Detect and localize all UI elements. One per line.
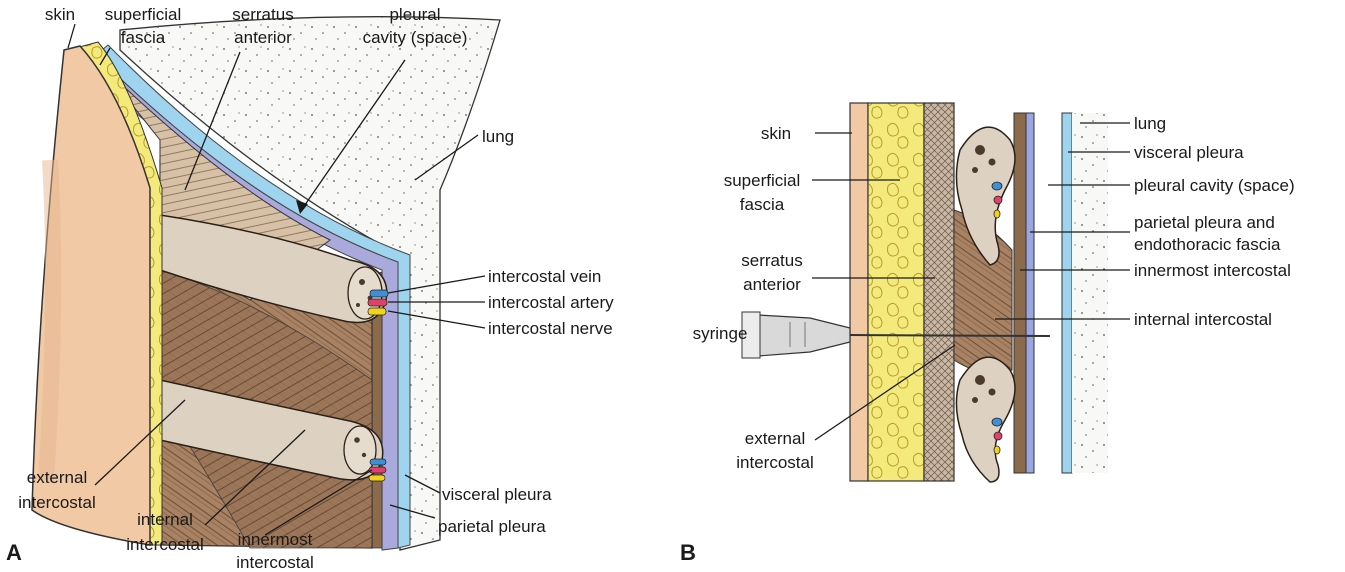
label-serratus-anterior-a-2: anterior — [234, 28, 292, 47]
label-superficial-fascia-a-1: superficial — [105, 5, 182, 24]
panel-letter-b: B — [680, 540, 696, 565]
label-external-intercostal-b-1: external — [745, 429, 805, 448]
label-superficial-fascia-a-2: fascia — [121, 28, 166, 47]
label-parietal-pleura-a: parietal pleura — [438, 517, 546, 536]
parietal-pleura-strip-b — [1026, 113, 1034, 473]
label-syringe-b: syringe — [693, 324, 748, 343]
label-superficial-fascia-b-1: superficial — [724, 171, 801, 190]
label-intercostal-artery-a: intercostal artery — [488, 293, 614, 312]
label-pleural-cavity-b: pleural cavity (space) — [1134, 176, 1295, 195]
label-lung-b: lung — [1134, 114, 1166, 133]
label-innermost-intercostal-a-1: innermost — [238, 530, 313, 549]
label-visceral-pleura-b: visceral pleura — [1134, 143, 1244, 162]
innermost-intercostal-strip-b — [1014, 113, 1026, 473]
label-pleural-cavity-a-1: pleural — [389, 5, 440, 24]
label-intercostal-vein-a: intercostal vein — [488, 267, 601, 286]
serratus-layer-b — [924, 103, 954, 481]
neurovascular-bundle-upper-a — [368, 290, 388, 315]
label-innermost-intercostal-b: innermost intercostal — [1134, 261, 1291, 280]
rib-lower-b — [956, 357, 1015, 482]
superficial-fascia-layer-b — [868, 103, 924, 481]
label-pleural-cavity-a-2: cavity (space) — [363, 28, 468, 47]
label-internal-intercostal-a-1: internal — [137, 510, 193, 529]
label-external-intercostal-a-1: external — [27, 468, 87, 487]
label-skin-b: skin — [761, 124, 791, 143]
label-serratus-anterior-b-2: anterior — [743, 275, 801, 294]
label-serratus-anterior-a-1: serratus — [232, 5, 293, 24]
label-external-intercostal-b-2: intercostal — [736, 453, 813, 472]
label-internal-intercostal-b: internal intercostal — [1134, 310, 1272, 329]
label-external-intercostal-a-2: intercostal — [18, 493, 95, 512]
label-skin-a: skin — [45, 5, 75, 24]
label-parietal-pleura-fascia-b-2: endothoracic fascia — [1134, 235, 1281, 254]
label-lung-a: lung — [482, 127, 514, 146]
label-intercostal-nerve-a: intercostal nerve — [488, 319, 613, 338]
label-visceral-pleura-a: visceral pleura — [442, 485, 552, 504]
visceral-pleura-strip-b — [1062, 113, 1072, 473]
panel-letter-a: A — [6, 540, 22, 565]
label-parietal-pleura-fascia-b-1: parietal pleura and — [1134, 213, 1275, 232]
label-internal-intercostal-a-2: intercostal — [126, 535, 203, 554]
label-innermost-intercostal-a-2: intercostal — [236, 553, 313, 572]
lung-region-b — [1072, 113, 1108, 473]
label-superficial-fascia-b-2: fascia — [740, 195, 785, 214]
label-serratus-anterior-b-1: serratus — [741, 251, 802, 270]
panel-a-illustration — [32, 17, 500, 550]
skin-layer-b — [850, 103, 868, 481]
